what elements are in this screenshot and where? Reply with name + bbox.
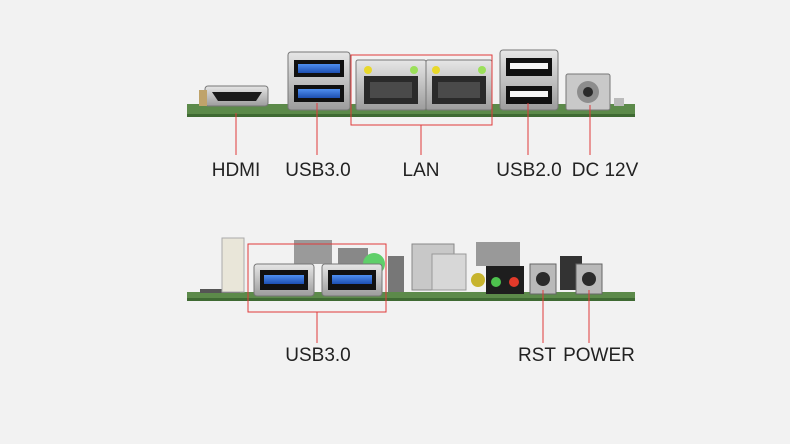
label-usb3-top: USB3.0 [285,160,351,181]
usb3-ports-bottom [253,263,383,297]
bottom-board [187,237,635,343]
label-rst: RST [518,345,556,366]
label-dc: DC 12V [571,160,639,181]
power-button [575,263,603,295]
bottom-pcb [187,292,635,300]
usb3-stack-top [287,51,351,111]
dc-jack [565,73,624,111]
top-board [187,49,635,155]
bottom-callout-lines [316,290,590,343]
rst-button [529,263,557,295]
label-usb3-bottom: USB3.0 [285,345,351,366]
status-leds [471,266,524,294]
label-hdmi: HDMI [211,160,261,181]
label-lan: LAN [402,160,440,181]
label-power: POWER [563,345,635,366]
label-usb2: USB2.0 [496,160,562,181]
hdmi-port [199,85,269,107]
white-connector [221,237,245,293]
usb2-stack [499,49,559,111]
lan-ports [355,59,493,111]
top-callout-lines [235,103,591,155]
